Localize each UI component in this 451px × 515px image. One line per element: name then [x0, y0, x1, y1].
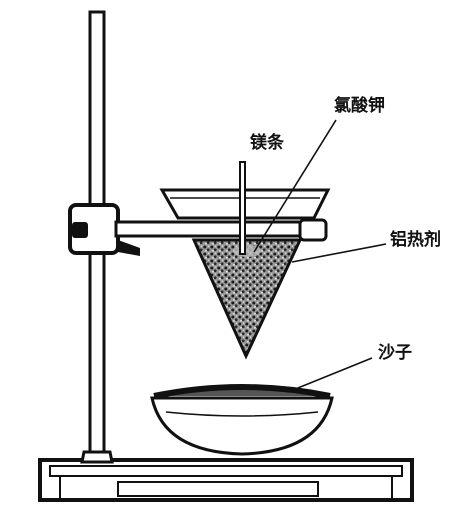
stand-base [38, 458, 414, 502]
label-thermite: 铝热剂 [390, 230, 441, 250]
paper-funnel [191, 238, 303, 360]
magnesium-strip [239, 161, 246, 255]
leader-lines [253, 119, 387, 393]
label-sand: 沙子 [378, 343, 412, 363]
label-magnesium-strip: 镁条 [250, 133, 284, 153]
lower-dish-with-sand [150, 384, 334, 456]
label-potassium-chlorate: 氯酸钾 [334, 96, 385, 116]
